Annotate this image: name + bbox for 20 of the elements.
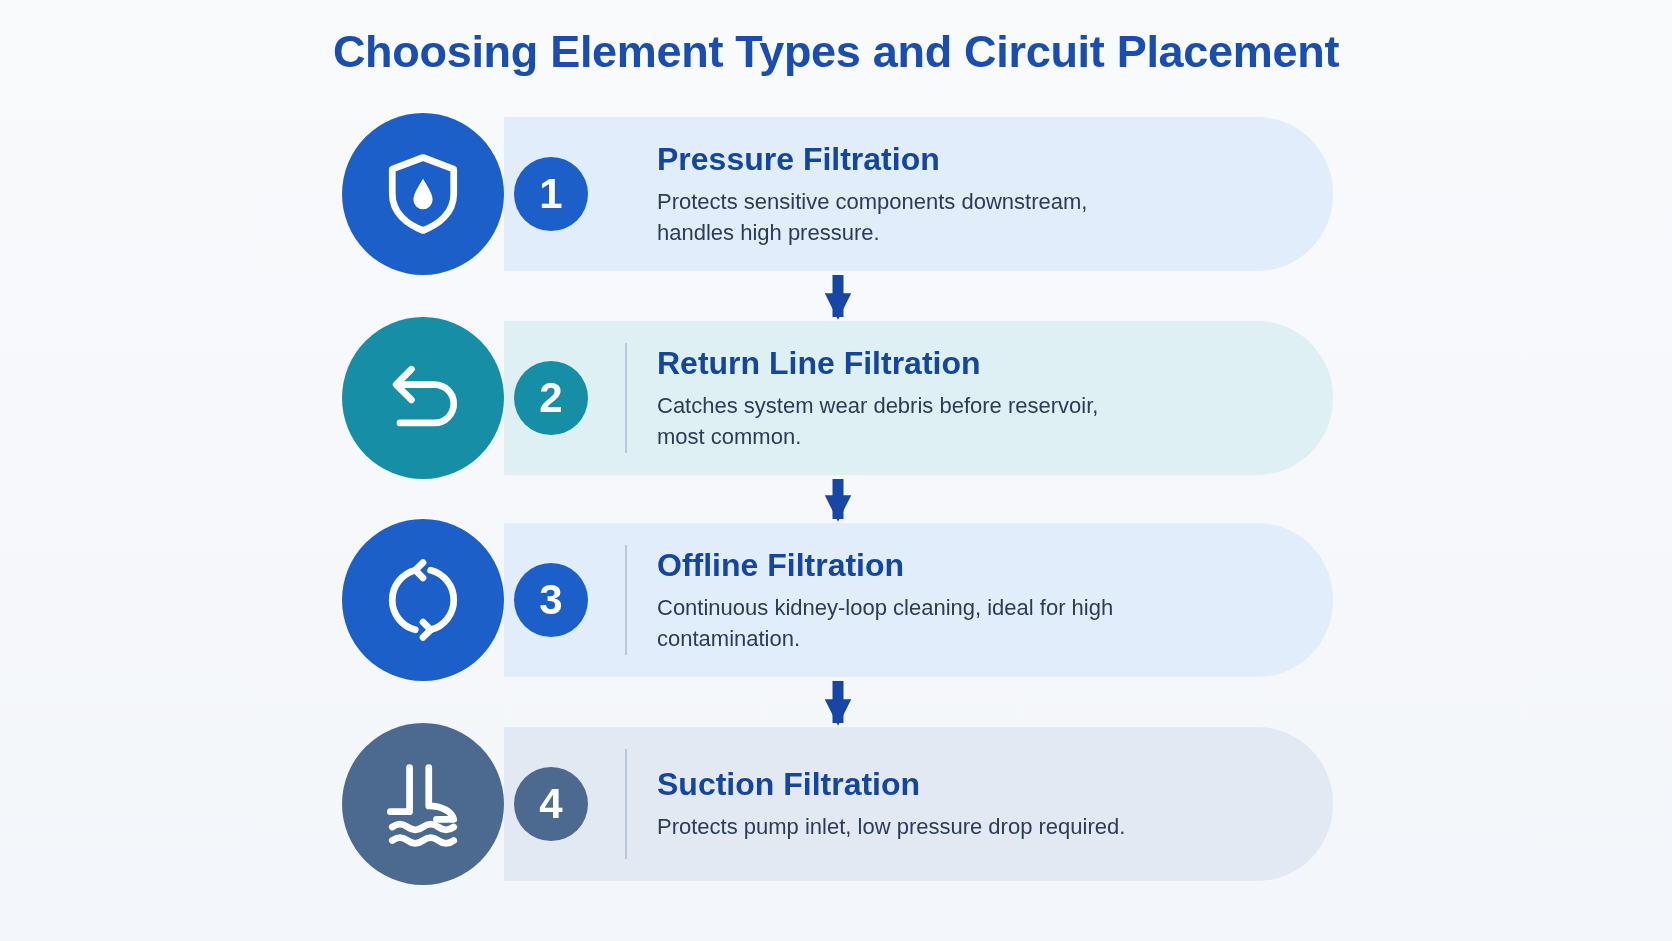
step-band [504, 523, 1333, 677]
number-badge: 3 [514, 563, 588, 637]
step-description: Protects pump inlet, low pressure drop required. [657, 813, 1127, 841]
step-heading: Pressure Filtration [657, 140, 941, 178]
step-description: Protects sensitive components downstream, handles high pressure. [657, 187, 1089, 247]
step-description: Continuous kidney-loop cleaning, ideal for high contamination. [657, 593, 1115, 653]
title: Choosing Element Types and Circuit Placement [331, 26, 1341, 78]
step-heading: Suction Filtration [657, 766, 922, 803]
down-arrow [824, 479, 852, 522]
step-description: Catches system wear debris before reservoir, most common. [657, 391, 1100, 451]
step-band [504, 117, 1333, 271]
number-badge: 1 [514, 157, 588, 231]
down-arrow [824, 275, 852, 320]
number-badge: 2 [514, 361, 588, 435]
step-band [504, 321, 1333, 475]
down-arrow [824, 681, 852, 726]
step-band [504, 727, 1333, 881]
step-heading: Offline Filtration [657, 546, 906, 584]
step-heading: Return Line Filtration [657, 344, 982, 382]
number-badge: 4 [514, 767, 588, 841]
